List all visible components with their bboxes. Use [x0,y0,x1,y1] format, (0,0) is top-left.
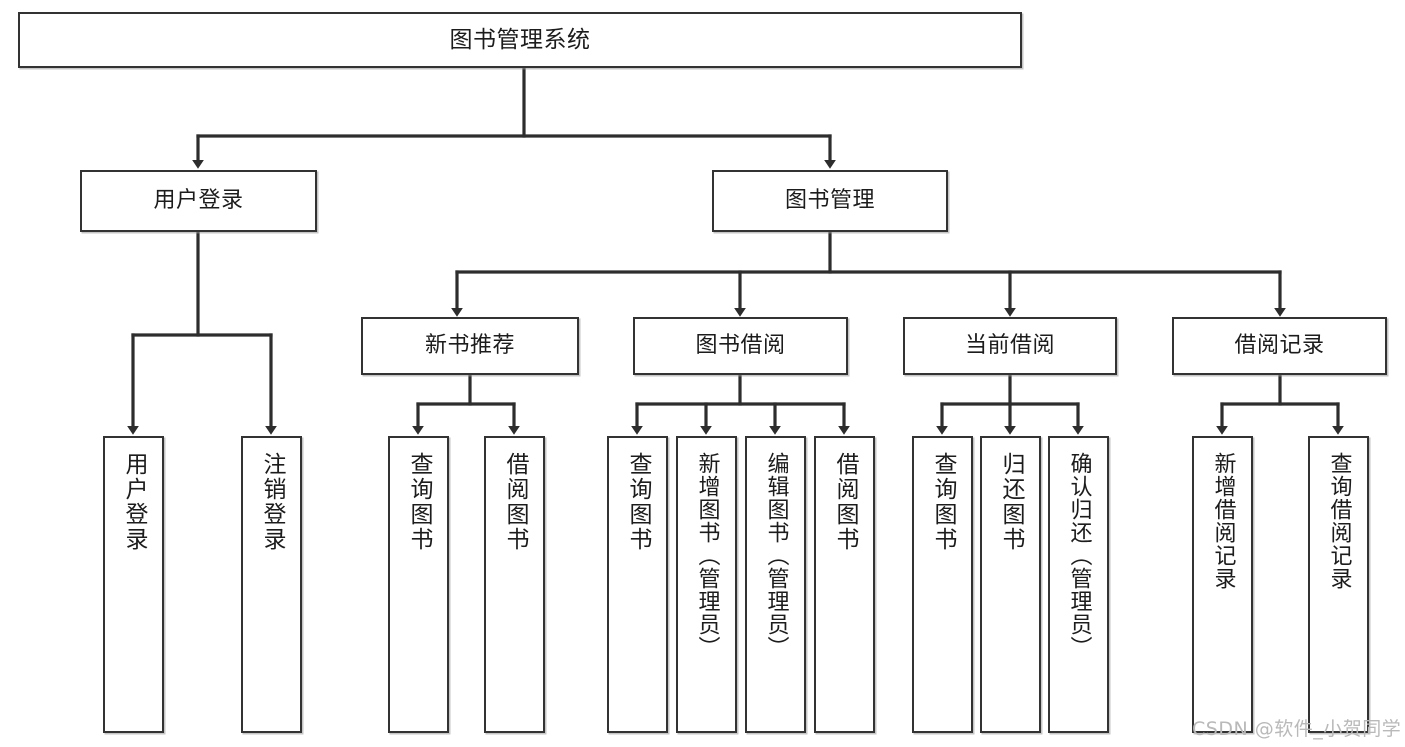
leaf-br-add-record-label: 新增借阅记录 [1210,452,1236,590]
leaf-bb-add-book-label: 新增图书（管理员） [694,452,720,659]
node-user-login-label: 用户登录 [153,188,244,214]
node-book-management[interactable]: 图书管理 [712,170,948,232]
leaf-cb-query-book-label: 查询图书 [930,452,956,552]
leaf-logout[interactable]: 注销登录 [241,436,302,733]
leaf-br-query-record[interactable]: 查询借阅记录 [1308,436,1369,733]
leaf-logout-label: 注销登录 [259,452,285,552]
leaf-cb-return-book-label: 归还图书 [998,452,1024,552]
node-current-borrow[interactable]: 当前借阅 [903,317,1117,375]
leaf-bb-borrow-book-label: 借阅图书 [832,452,858,552]
leaf-bb-edit-book-label: 编辑图书（管理员） [763,452,789,659]
leaf-bb-query-book-label: 查询图书 [625,452,651,552]
leaf-br-add-record[interactable]: 新增借阅记录 [1192,436,1253,733]
node-current-borrow-label: 当前借阅 [964,333,1055,359]
node-root-label: 图书管理系统 [449,26,591,53]
leaf-user-login[interactable]: 用户登录 [103,436,164,733]
csdn-watermark: CSDN @软件_小贺同学 [1192,718,1402,740]
node-borrow-record-label: 借阅记录 [1234,333,1325,359]
node-new-book-recommend[interactable]: 新书推荐 [361,317,579,375]
leaf-br-query-record-label: 查询借阅记录 [1326,452,1352,590]
leaf-nb-query-book[interactable]: 查询图书 [388,436,449,733]
leaf-bb-borrow-book[interactable]: 借阅图书 [814,436,875,733]
leaf-cb-query-book[interactable]: 查询图书 [912,436,973,733]
node-user-login[interactable]: 用户登录 [80,170,317,232]
leaf-user-login-label: 用户登录 [121,452,147,552]
leaf-cb-confirm-return[interactable]: 确认归还（管理员） [1048,436,1109,733]
leaf-bb-edit-book[interactable]: 编辑图书（管理员） [745,436,806,733]
node-root[interactable]: 图书管理系统 [18,12,1022,68]
node-book-management-label: 图书管理 [784,188,875,214]
leaf-cb-return-book[interactable]: 归还图书 [980,436,1041,733]
leaf-nb-borrow-book-label: 借阅图书 [502,452,528,552]
leaf-cb-confirm-return-label: 确认归还（管理员） [1066,452,1092,659]
node-new-book-recommend-label: 新书推荐 [424,333,515,359]
leaf-nb-borrow-book[interactable]: 借阅图书 [484,436,545,733]
node-borrow-record[interactable]: 借阅记录 [1172,317,1387,375]
leaf-bb-add-book[interactable]: 新增图书（管理员） [676,436,737,733]
leaf-nb-query-book-label: 查询图书 [406,452,432,552]
node-book-borrow[interactable]: 图书借阅 [633,317,848,375]
leaf-bb-query-book[interactable]: 查询图书 [607,436,668,733]
node-book-borrow-label: 图书借阅 [695,333,786,359]
